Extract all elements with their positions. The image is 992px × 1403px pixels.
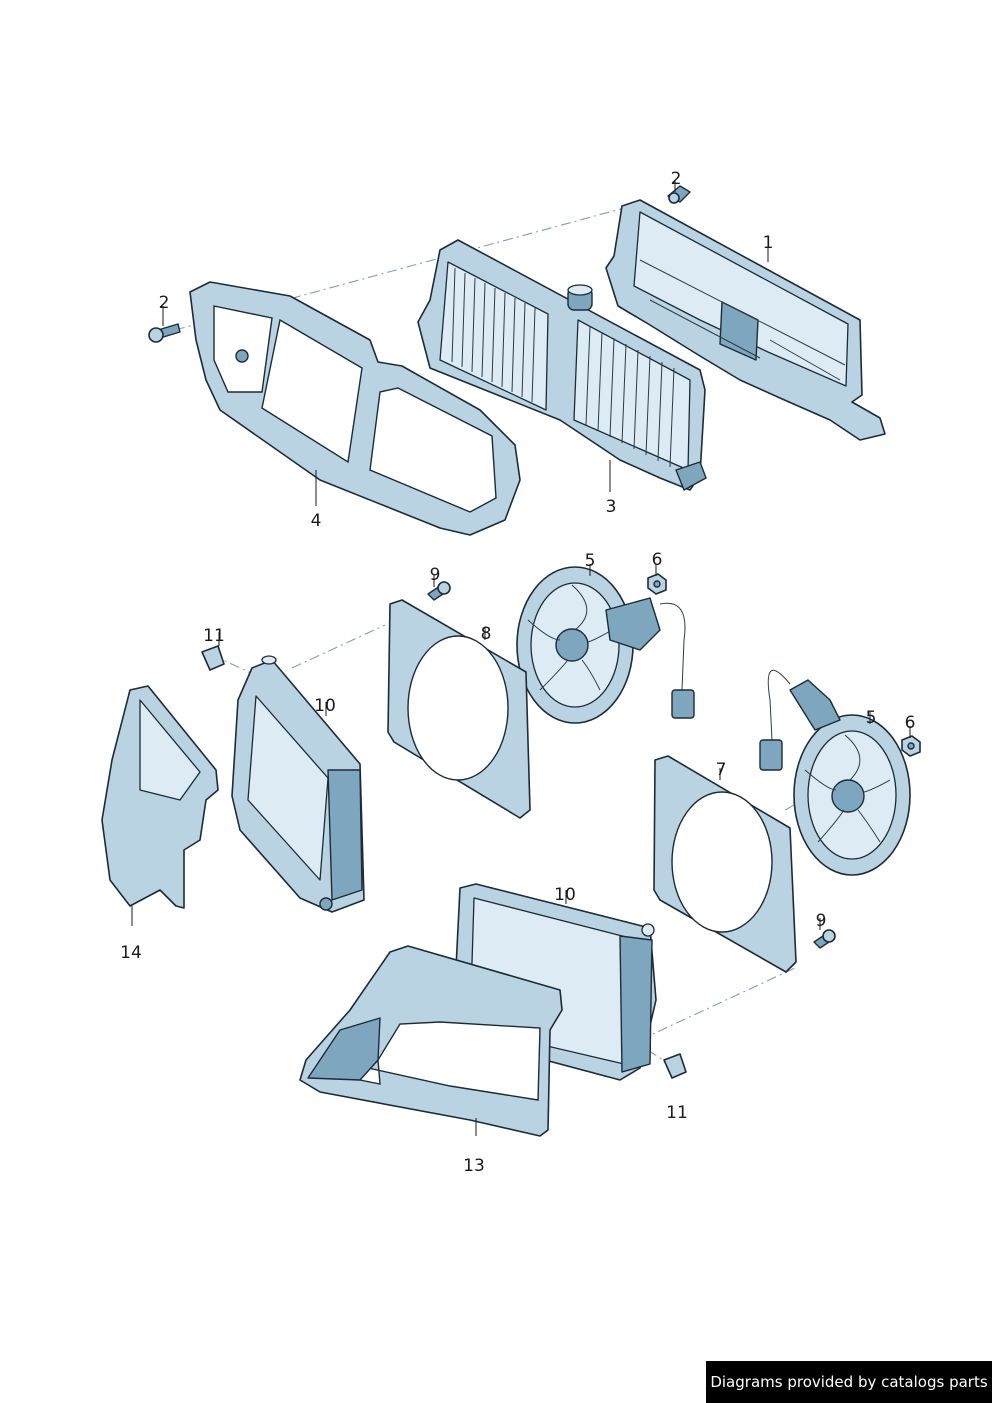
part-3-radiator (417, 239, 707, 491)
callout-9-upper: 9 (430, 565, 441, 585)
callout-9-lower: 9 (816, 911, 827, 931)
attribution-text: Diagrams provided by catalogs parts (710, 1373, 988, 1391)
callout-2-left: 2 (159, 293, 170, 313)
part-9-screw-lower (813, 929, 836, 949)
callout-11-lower: 11 (666, 1103, 688, 1123)
part-10-condenser-upper (231, 655, 365, 913)
part-11-clip-lower (663, 1053, 687, 1079)
part-2-screw-top (667, 185, 691, 204)
callout-2-top: 2 (671, 169, 682, 189)
part-4-frame (189, 281, 521, 536)
callout-8: 8 (481, 624, 492, 644)
part-5-fan-lower (759, 669, 911, 876)
part-9-screw-upper (427, 581, 451, 601)
callout-1: 1 (763, 233, 774, 253)
callout-14: 14 (120, 943, 142, 963)
callout-6-lower: 6 (905, 713, 916, 733)
callout-10-lower: 10 (554, 885, 576, 905)
callout-5-lower: 5 (866, 708, 877, 728)
attribution-banner: Diagrams provided by catalogs parts (706, 1361, 992, 1403)
callout-11-upper: 11 (203, 626, 225, 646)
callout-labels: 1 2 2 3 4 5 5 6 6 7 8 9 9 10 10 11 11 13… (120, 169, 915, 1176)
part-2-screw-left (148, 323, 181, 343)
callout-10-upper: 10 (314, 696, 336, 716)
callout-7: 7 (716, 760, 727, 780)
callout-13: 13 (463, 1156, 485, 1176)
callout-5-upper: 5 (585, 551, 596, 571)
part-6-nut-upper (647, 573, 667, 595)
part-8-fan-shroud-upper (387, 599, 531, 819)
callout-6-upper: 6 (652, 550, 663, 570)
part-6-nut-lower (901, 735, 921, 757)
leader-lines (131, 180, 911, 1136)
part-5-fan-upper (516, 566, 695, 724)
part-13-air-guide (299, 945, 563, 1137)
part-1-air-duct (605, 199, 886, 441)
callout-3: 3 (606, 497, 617, 517)
part-7-fan-shroud-lower (653, 755, 797, 973)
callout-4: 4 (311, 511, 322, 531)
part-14-side-deflector (101, 685, 219, 909)
part-11-clip-upper (201, 645, 225, 671)
